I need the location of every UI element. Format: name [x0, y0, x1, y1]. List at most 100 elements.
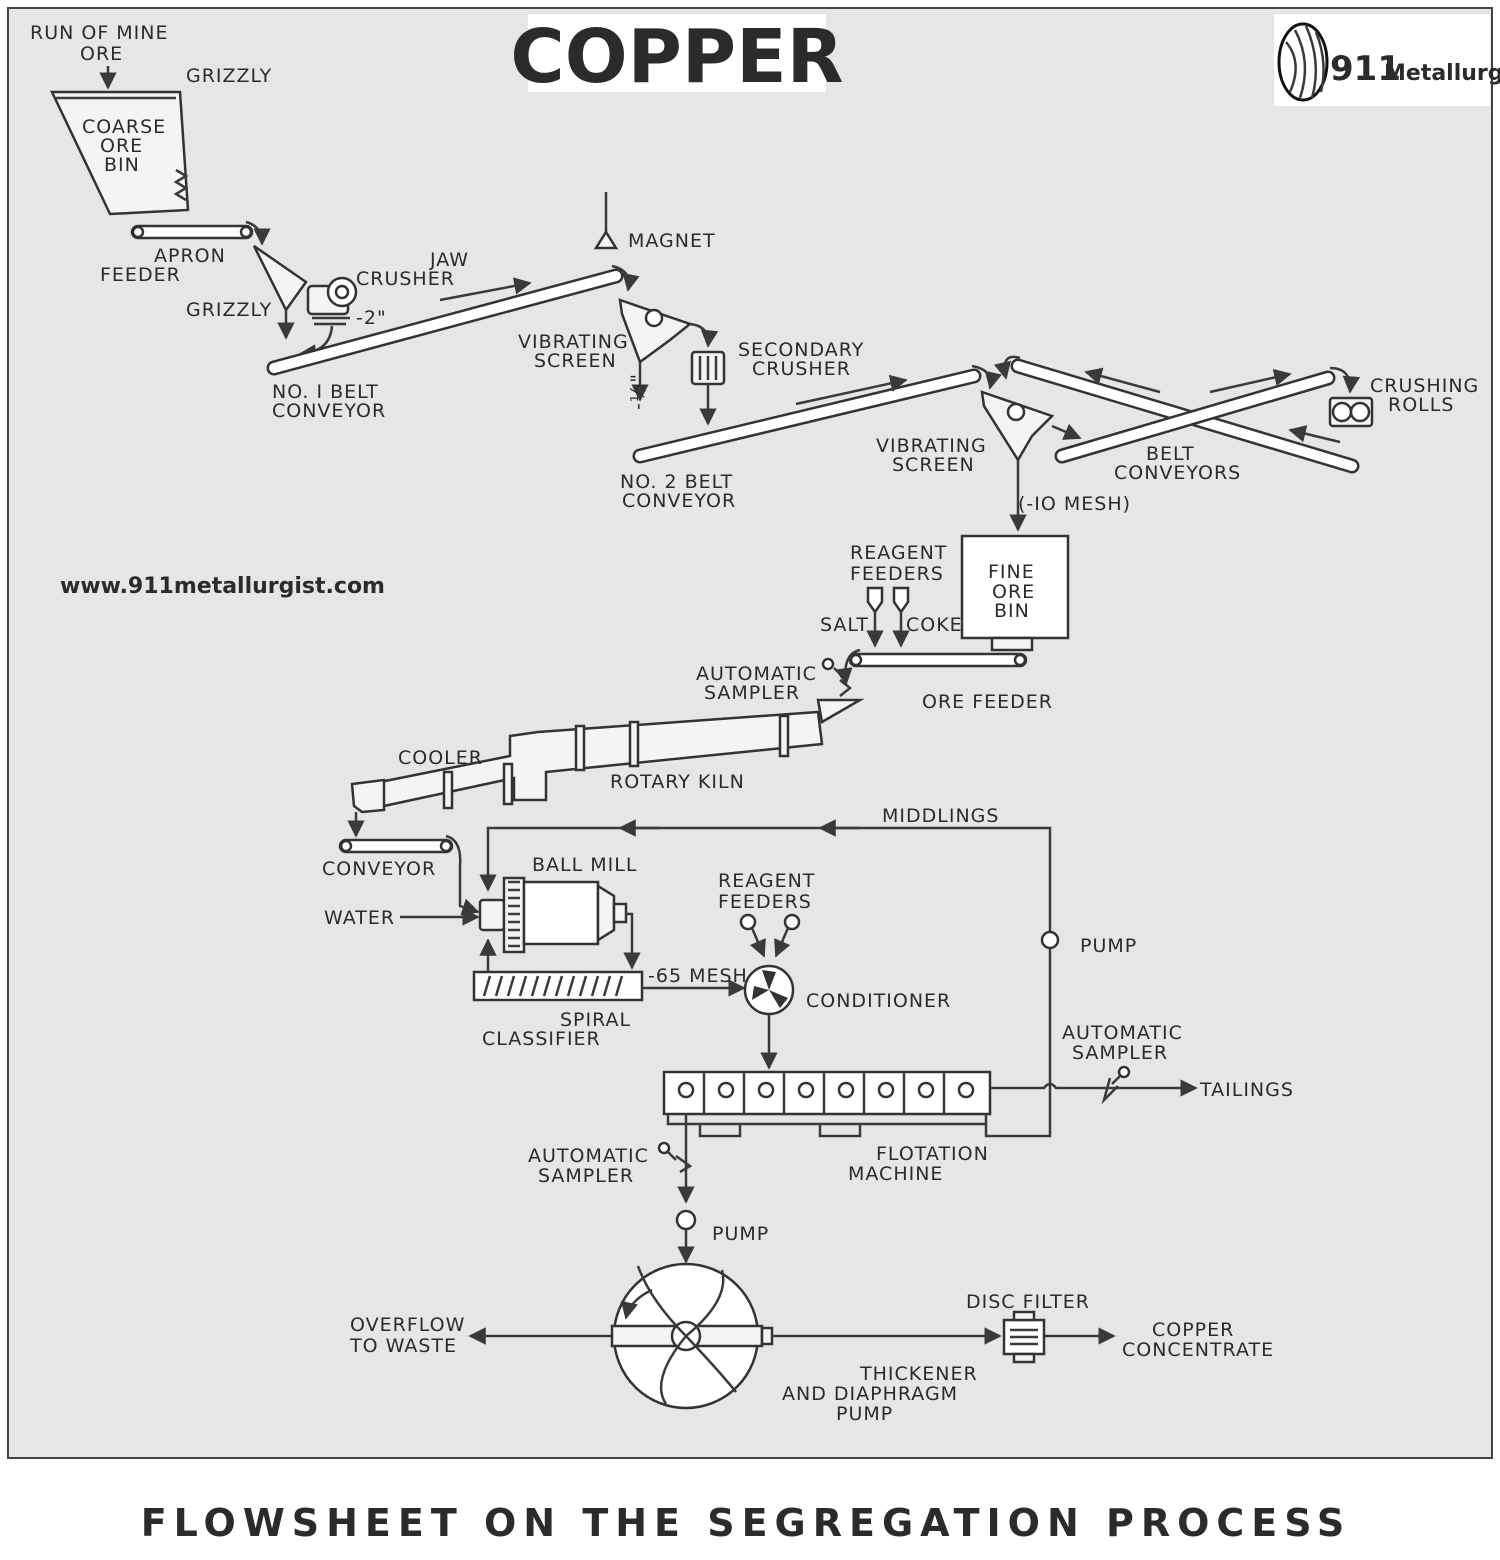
reagent-feeders-2-label-1: REAGENT	[718, 870, 815, 892]
reagent-feeders-1-label-1: REAGENT	[850, 542, 947, 564]
title-plate	[528, 14, 826, 92]
logo: 911 Metallurgist	[1274, 14, 1500, 106]
ball-mill-label: BALL MILL	[532, 854, 637, 876]
overflow-label-1: OVERFLOW	[350, 1314, 465, 1336]
conditioner-label: CONDITIONER	[806, 990, 951, 1012]
no1-belt-conveyor	[266, 268, 624, 376]
automatic-sampler-2-label-1: AUTOMATIC	[1062, 1022, 1183, 1044]
copper-concentrate-label-1: COPPER	[1152, 1319, 1234, 1341]
salt-label: SALT	[820, 614, 869, 636]
reagent-feeders-2-label-2: FEEDERS	[718, 891, 812, 913]
automatic-sampler-1	[821, 657, 853, 697]
grizzly-label: GRIZZLY	[186, 299, 272, 321]
spiral-classifier-label-2: CLASSIFIER	[482, 1028, 601, 1050]
vibrating-screen-1	[618, 298, 693, 402]
thickener-label-1: THICKENER	[859, 1363, 978, 1385]
flotation-machine	[662, 1070, 992, 1138]
run-of-mine-label-2: ORE	[80, 43, 123, 65]
reagent-feeders-2	[739, 913, 801, 958]
pump-2	[675, 1209, 697, 1264]
size-2in-label: -2"	[356, 307, 387, 329]
logo-mark-icon	[1277, 22, 1329, 102]
magnet-label: MAGNET	[628, 230, 716, 252]
coarse-ore-bin-label-2: ORE	[100, 135, 143, 157]
disc-filter-label: DISC FILTER	[966, 1291, 1090, 1313]
cooler-label: COOLER	[398, 747, 483, 769]
fine-ore-bin	[960, 534, 1070, 652]
coarse-ore-bin-label-3: BIN	[104, 154, 140, 176]
vibrating-screen-2	[980, 390, 1055, 532]
size-half-in-label: -½"	[627, 373, 649, 410]
flotation-machine-label-2: MACHINE	[848, 1163, 943, 1185]
overflow-label-2: TO WASTE	[349, 1335, 457, 1357]
apron-feeder-label-2: FEEDER	[100, 264, 181, 286]
thickener	[610, 1262, 774, 1410]
jaw-crusher-label-1: JAW	[429, 249, 469, 271]
conditioner	[743, 964, 795, 1016]
secondary-crusher-label-2: CRUSHER	[752, 358, 851, 380]
jaw-crusher	[306, 276, 358, 326]
crushing-rolls-label-1: CRUSHING	[1370, 375, 1479, 397]
rotary-kiln	[378, 698, 865, 810]
fine-ore-bin-label-3: BIN	[994, 600, 1030, 622]
coke-label: COKE	[906, 614, 963, 636]
no2-belt-label-1: NO. 2 BELT	[620, 471, 733, 493]
automatic-sampler-1-label-1: AUTOMATIC	[696, 663, 817, 685]
secondary-crusher	[690, 350, 726, 426]
ore-feeder-label: ORE FEEDER	[922, 691, 1053, 713]
rotary-kiln-label: ROTARY KILN	[610, 771, 745, 793]
flotation-machine-label-1: FLOTATION	[876, 1143, 989, 1165]
automatic-sampler-2	[1101, 1065, 1131, 1105]
secondary-crusher-label-1: SECONDARY	[738, 339, 864, 361]
crushing-rolls-label-2: ROLLS	[1388, 394, 1454, 416]
mesh-65-label: -65 MESH	[648, 965, 748, 987]
grizzly-top-label: GRIZZLY	[186, 65, 272, 87]
no2-belt-conveyor	[632, 368, 982, 464]
copper-concentrate-label-2: CONCENTRATE	[1122, 1339, 1274, 1361]
apron-feeder-label-1: APRON	[154, 245, 226, 267]
jaw-crusher-label-2: CRUSHER	[356, 268, 455, 290]
ball-mill	[478, 876, 628, 954]
vibrating-screen-2-label-1: VIBRATING	[876, 435, 987, 457]
belt-conveyors-label-1: BELT	[1146, 443, 1195, 465]
reagent-feeders-1	[866, 586, 910, 648]
disc-filter	[1002, 1310, 1046, 1364]
automatic-sampler-3	[657, 1141, 693, 1174]
automatic-sampler-2-label-2: SAMPLER	[1072, 1042, 1168, 1064]
automatic-sampler-1-label-2: SAMPLER	[704, 682, 800, 704]
thickener-label-2: AND DIAPHRAGM	[782, 1383, 958, 1405]
belt-conveyors	[1010, 358, 1360, 474]
vibrating-screen-2-label-2: SCREEN	[892, 454, 975, 476]
magnet	[593, 192, 619, 250]
fine-ore-bin-label-1: FINE	[988, 561, 1035, 583]
flowsheet-caption: FLOWSHEET ON THE SEGREGATION PROCESS	[141, 1501, 1352, 1545]
no1-belt-label-1: NO. I BELT	[272, 381, 379, 403]
thickener-label-3: PUMP	[836, 1403, 893, 1425]
vibrating-screen-1-label-2: SCREEN	[534, 350, 617, 372]
website-url: www.911metallurgist.com	[60, 574, 385, 599]
spiral-classifier-label-1: SPIRAL	[560, 1009, 631, 1031]
page-title: COPPER	[510, 14, 843, 100]
run-of-mine-label: RUN OF MINE	[30, 22, 169, 44]
automatic-sampler-3-label-1: AUTOMATIC	[528, 1145, 649, 1167]
no2-belt-label-2: CONVEYOR	[622, 490, 736, 512]
pump-1-label: PUMP	[1080, 935, 1137, 957]
water-label: WATER	[324, 907, 395, 929]
middlings-label: MIDDLINGS	[882, 805, 999, 827]
coarse-ore-bin	[50, 90, 190, 216]
tailings-label: TAILINGS	[1199, 1079, 1294, 1101]
pump-2-label: PUMP	[712, 1223, 769, 1245]
logo-number: 911	[1330, 49, 1401, 89]
grizzly	[252, 244, 308, 340]
mesh-10-label: (-IO MESH)	[1018, 493, 1131, 515]
cooler	[350, 778, 386, 814]
crushing-rolls	[1328, 396, 1374, 428]
fine-ore-bin-label-2: ORE	[992, 581, 1035, 603]
ore-feeder	[848, 652, 1028, 668]
vibrating-screen-1-label-1: VIBRATING	[518, 331, 629, 353]
logo-word: Metallurgist	[1384, 61, 1500, 86]
conveyor	[338, 838, 454, 854]
belt-conveyors-label-2: CONVEYORS	[1114, 462, 1241, 484]
pump-1	[1040, 930, 1060, 1100]
